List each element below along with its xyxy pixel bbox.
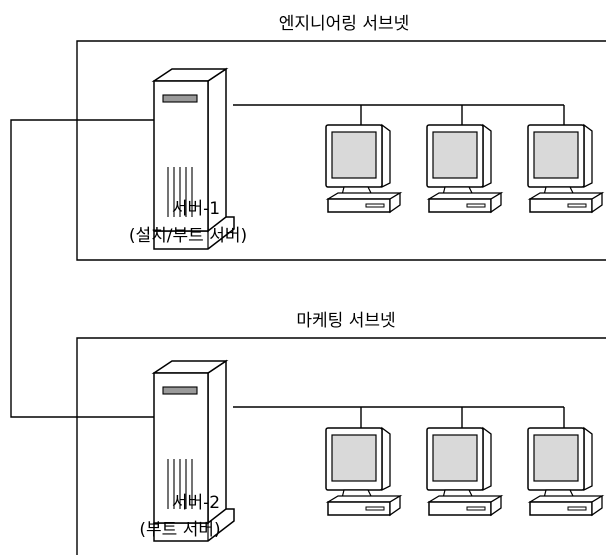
workstation-icon [527, 124, 603, 213]
server-name: 서버-1 [172, 199, 220, 219]
subnet-title: 마케팅 서브넷 [296, 311, 395, 331]
subnet-title: 엔지니어링 서브넷 [279, 14, 410, 34]
subnet-marketing: 마케팅 서브넷 서버-2 (부트 서버) [76, 311, 606, 555]
workstation-icon [426, 427, 502, 516]
subnet-boundary [76, 40, 606, 261]
server-name: 서버-2 [172, 493, 220, 513]
subnet-boundary [76, 337, 606, 555]
server-role: (설치/부트 서버) [129, 226, 247, 246]
server-role: (부트 서버) [139, 520, 220, 540]
inter-subnet-link [10, 119, 154, 418]
subnet-engineering: 엔지니어링 서브넷 서버-1 (설치/부트 서버) [76, 14, 606, 261]
workstation-icon [325, 427, 401, 516]
server-tower-icon [153, 68, 235, 250]
server-tower-icon [153, 360, 235, 542]
workstation-icon [527, 427, 603, 516]
workstation-icon [325, 124, 401, 213]
workstation-icon [426, 124, 502, 213]
